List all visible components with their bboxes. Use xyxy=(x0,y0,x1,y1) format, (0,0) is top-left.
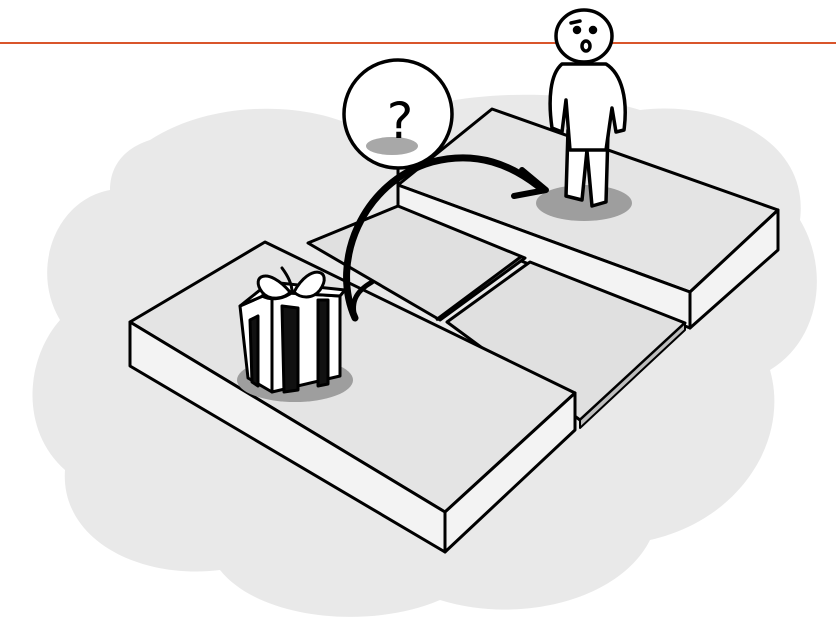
trench-tile-right-edge xyxy=(579,322,686,429)
person-figure-icon xyxy=(548,8,627,208)
thought-bubble-symbol: ? xyxy=(387,92,414,150)
person-ground-shadow xyxy=(536,185,632,221)
trench-tile-left xyxy=(306,204,527,322)
front-platform-right-side xyxy=(443,391,577,554)
thought-bubble-icon: ? xyxy=(342,58,454,188)
jump-arrow-icon xyxy=(343,154,549,322)
back-platform-right-side xyxy=(688,208,780,330)
gift-box-icon xyxy=(238,266,347,394)
trench-seam xyxy=(435,254,523,322)
